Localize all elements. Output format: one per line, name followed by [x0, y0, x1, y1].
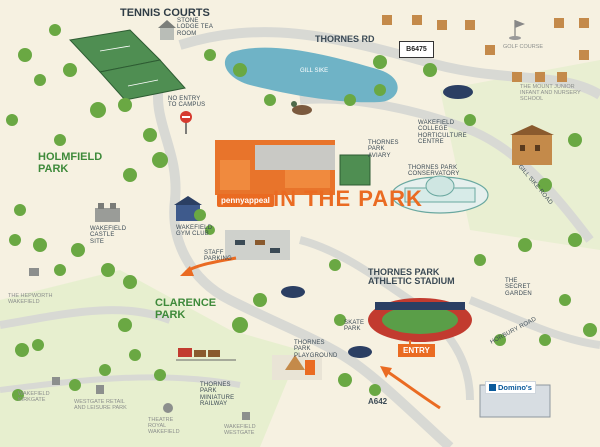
label-playground: THORNES PARK PLAYGROUND [294, 340, 338, 359]
college-building [510, 125, 554, 165]
playground [272, 355, 322, 380]
label-skate-park: SKATE PARK [344, 320, 365, 333]
blue-car-icon [348, 346, 372, 358]
label-clarence-park: CLARENCE PARK [155, 297, 217, 321]
label-no-entry: NO ENTRY TO CAMPUS [168, 96, 206, 109]
museum-icon [29, 268, 39, 276]
blue-car-icon [443, 85, 473, 99]
duck-icon [291, 101, 312, 115]
label-golf-course: GOLF COURSE [503, 44, 544, 50]
label-theatre-royal: THEATRE ROYAL WAKEFIELD [148, 417, 180, 435]
trees [6, 24, 597, 401]
event-banner: pennyappeal [217, 194, 274, 207]
label-holmfield-park: HOLMFIELD PARK [38, 151, 103, 175]
sponsor-logo: Domino's [485, 381, 536, 394]
tennis-courts [68, 29, 186, 101]
label-stone-lodge: STONE LODGE TEA ROOM [177, 18, 213, 37]
event-buildings [215, 140, 371, 195]
label-gill-sike: GILL SIKE [300, 68, 329, 74]
label-hepworth: THE HEPWORTH WAKEFIELD [8, 293, 53, 305]
label-westgate-retail: WESTGATE RETAIL AND LEISURE PARK [74, 399, 127, 411]
castle-site [95, 203, 120, 222]
golf-flag-icon [509, 20, 525, 40]
label-athletic-stadium: THORNES PARK ATHLETIC STADIUM [368, 267, 455, 287]
label-wakefield-westgate: WAKEFIELD WESTGATE [224, 424, 256, 436]
sponsor-icon [489, 384, 496, 391]
label-conservatory: THORNES PARK CONSERVATORY [408, 165, 460, 178]
label-a642: A642 [368, 397, 388, 406]
postcode-sign: B6475 [399, 41, 434, 58]
theatre-masks-icon [163, 403, 173, 413]
label-secret-garden: THE SECRET GARDEN [505, 278, 532, 297]
label-gym-club: WAKEFIELD GYM CLUB [176, 225, 213, 238]
label-castle-site: WAKEFIELD CASTLE SITE [90, 226, 127, 245]
label-mount-school: THE MOUNT JUNIOR INFANT AND NURSERY SCHO… [520, 84, 581, 102]
label-staff-parking: STAFF PARKING [204, 250, 232, 263]
staff-parking [225, 230, 290, 260]
train-icon [52, 377, 60, 385]
entry-sign: ENTRY [398, 344, 435, 357]
stone-lodge [158, 20, 176, 40]
blue-car-icon [281, 286, 305, 298]
conservatory [391, 175, 489, 214]
label-aviary: THORNES PARK AVIARY [368, 140, 399, 159]
no-entry-icon [180, 111, 192, 134]
train-icon [242, 412, 250, 420]
label-railway: THORNES PARK MINIATURE RAILWAY [200, 382, 235, 407]
label-thornes-rd: THORNES RD [315, 34, 375, 44]
label-wakefield-college: WAKEFIELD COLLEGE HORTICULTURE CENTRE [418, 120, 467, 145]
gym-club [174, 196, 202, 221]
label-tennis-courts: TENNIS COURTS [120, 7, 210, 19]
event-title: IN THE PARK [273, 186, 423, 211]
athletic-stadium [368, 298, 472, 342]
sponsor-name: Domino's [498, 383, 532, 392]
label-wakefield-kirkgate: WAKEFIELD KIRKGATE [18, 391, 50, 403]
miniature-railway [176, 348, 236, 361]
houses [382, 15, 589, 82]
shopping-bag-icon [96, 385, 104, 394]
